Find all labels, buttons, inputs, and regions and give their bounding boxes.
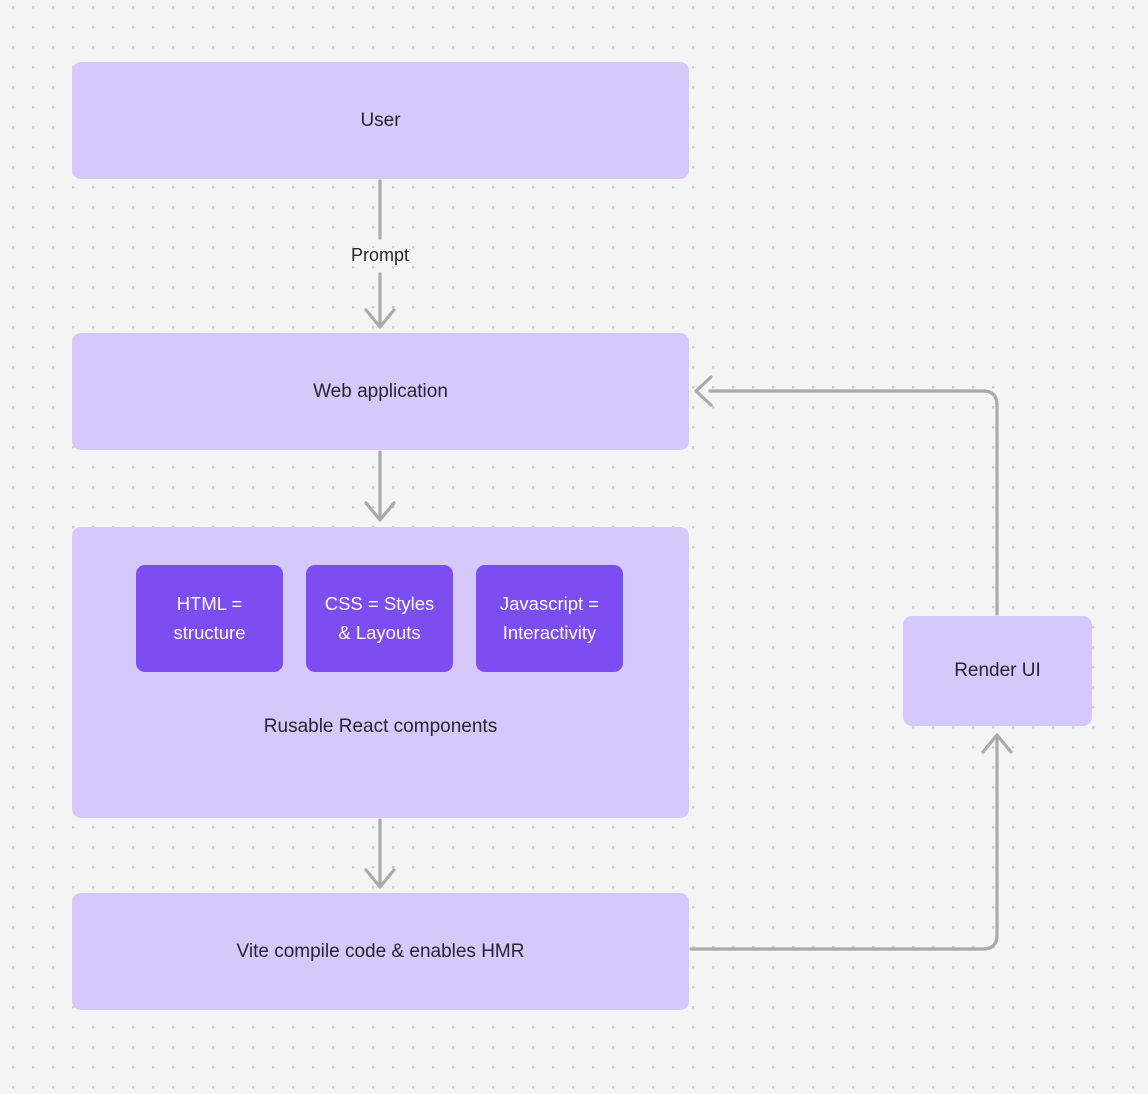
edge-webapp-to-components-arrowhead (364, 501, 396, 522)
node-render-ui[interactable]: Render UI (903, 616, 1092, 726)
edge-vite-to-renderui-line (689, 735, 999, 951)
edge-renderui-to-webapp-arrowhead (694, 375, 713, 407)
node-javascript[interactable]: Javascript = Interactivity (476, 565, 623, 672)
node-vite-compile[interactable]: Vite compile code & enables HMR (72, 893, 689, 1010)
edge-vite-to-renderui-arrowhead (981, 733, 1013, 754)
edge-components-to-vite-arrowhead (364, 868, 396, 889)
components-caption: Rusable React components (263, 716, 498, 737)
edge-label-prompt: Prompt (350, 245, 410, 265)
edge-renderui-to-webapp-line (708, 389, 999, 616)
edge-user-to-webapp-arrowhead (364, 308, 396, 329)
node-html[interactable]: HTML = structure (136, 565, 283, 672)
node-user[interactable]: User (72, 62, 689, 179)
node-web-application[interactable]: Web application (72, 333, 689, 450)
node-css[interactable]: CSS = Styles & Layouts (306, 565, 453, 672)
